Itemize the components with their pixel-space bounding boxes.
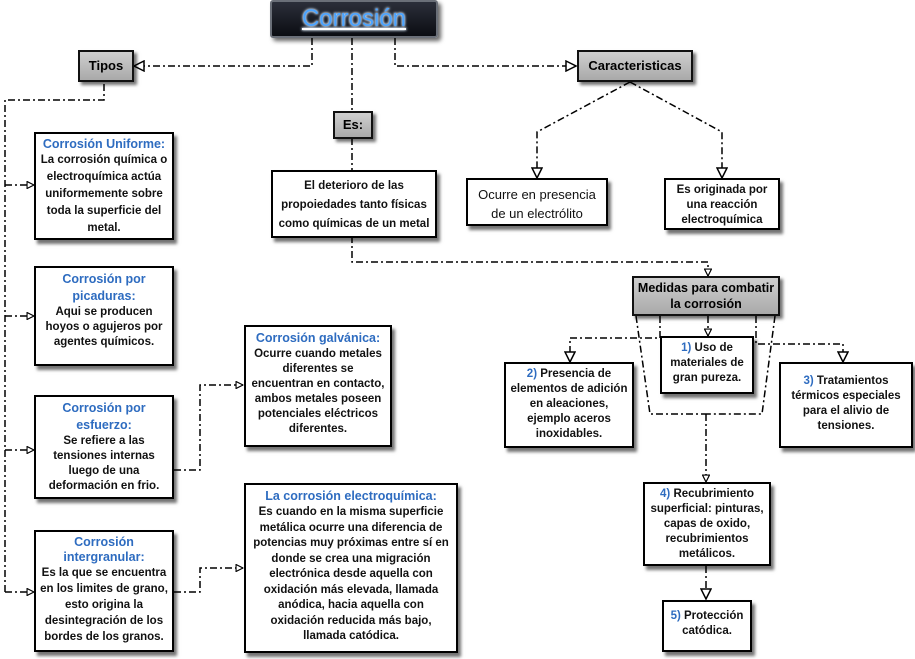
caracteristicas-label: Caracteristicas (577, 50, 693, 82)
medida-3-num: 3) (803, 375, 814, 387)
tipo-picaduras-title: Corrosión por picaduras: (62, 272, 146, 303)
edge-caract-2 (629, 81, 722, 178)
edge-galvanica (174, 385, 243, 471)
tipo-uniforme-text: La corrosión química o electroquímica ac… (40, 154, 168, 234)
medida-2-num: 2) (526, 368, 538, 380)
medida-1: 1) Uso de materiales de gran pureza. (660, 336, 754, 394)
edge-title-tipos (134, 38, 313, 66)
medida-5: 5) Protección catódica. (662, 600, 752, 652)
edge-caract-1 (537, 81, 631, 178)
edge-medidas-m4-left (635, 315, 706, 415)
medida-5-num: 5) (670, 610, 681, 622)
tipos-label: Tipos (78, 50, 134, 82)
medida-4-text: Recubrimiento superficial: pinturas, cap… (650, 488, 764, 560)
tipo-galvanica: Corrosión galvánica: Ocurre cuando metal… (244, 325, 392, 447)
tipo-galvanica-text: Ocurre cuando metales diferentes se encu… (251, 348, 385, 435)
tipo-intergranular: Corrosión intergranular: Es la que se en… (34, 530, 174, 652)
edge-medidas-m2 (570, 316, 661, 362)
medida-5-text: Protección catódica. (682, 610, 744, 637)
medidas-label: Medidas para combatir la corrosión (632, 276, 780, 316)
medida-3-text: Tratamientos térmicos especiales para el… (791, 375, 901, 432)
tipo-esfuerzo: Corrosión por esfuerzo: Se refiere a las… (34, 395, 174, 499)
tipo-intergranular-text: Es la que se encuentra en los limites de… (40, 567, 168, 643)
title-text: Corrosión (301, 5, 407, 32)
tipo-intergranular-title: Corrosión intergranular: (63, 535, 145, 564)
medida-2-text: Presencia de elementos de adición en ale… (510, 368, 628, 440)
medida-4-num: 4) (660, 488, 671, 500)
edge-tipos-trunk (4, 84, 105, 592)
medida-1-num: 1) (681, 342, 692, 354)
edge-medidas-m4-right (706, 315, 776, 415)
tipo-esfuerzo-title: Corrosión por esfuerzo: (62, 401, 146, 432)
tipo-galvanica-title: Corrosión galvánica: (255, 331, 381, 345)
tipo-electroquimica: La corrosión electroquímica: Es cuando e… (244, 483, 458, 653)
medida-3: 3) Tratamientos térmicos especiales para… (779, 362, 913, 448)
tipo-picaduras: Corrosión por picaduras: Aqui se produce… (34, 266, 174, 366)
caracteristica-reaccion: Es originada por una reacción electroquí… (664, 178, 780, 230)
tipo-esfuerzo-text: Se refiere a las tensiones internas lueg… (48, 435, 160, 492)
definicion-box: El deterioro de las propoiedades tanto f… (271, 170, 437, 238)
tipo-picaduras-text: Aqui se producen hoyos o agujeros por ag… (45, 306, 163, 348)
tipo-uniforme: Corrosión Uniforme: La corrosión química… (34, 132, 174, 240)
medida-1-text: Uso de materiales de gran pureza. (670, 342, 744, 384)
medida-2: 2) Presencia de elementos de adición en … (504, 362, 634, 448)
tipo-uniforme-title: Corrosión Uniforme: (42, 137, 166, 151)
edge-definicion-medidas (351, 236, 708, 276)
caracteristica-electrolito: Ocurre en presencia de un electrólito (466, 178, 608, 226)
tipo-electroquimica-title: La corrosión electroquímica: (265, 489, 437, 503)
title-box: Corrosión (270, 0, 438, 38)
edge-electroquimica (174, 568, 243, 593)
medida-4: 4) Recubrimiento superficial: pinturas, … (643, 482, 771, 566)
es-label: Es: (333, 111, 373, 139)
tipo-electroquimica-text: Es cuando en la misma superficie metálic… (253, 506, 449, 642)
edge-title-caracteristicas (394, 38, 576, 66)
edge-medidas-m3 (755, 316, 843, 362)
